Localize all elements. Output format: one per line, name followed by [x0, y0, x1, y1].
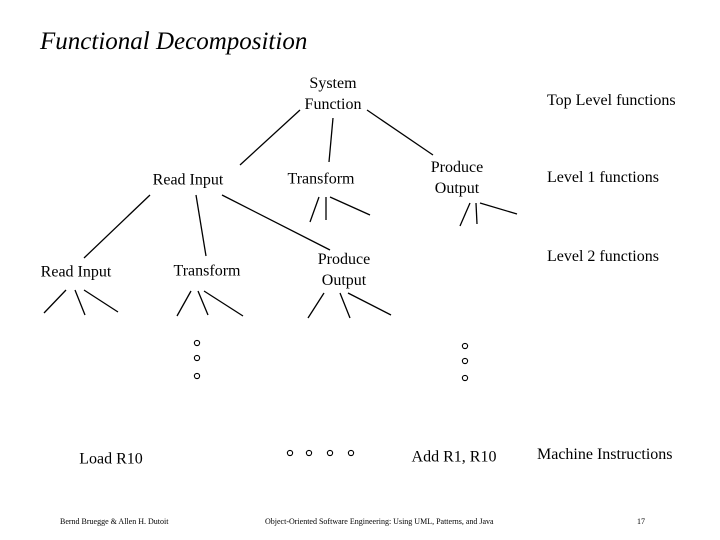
node-system-function-line1: System	[309, 75, 357, 92]
node-system-function: System Function	[305, 73, 362, 115]
footer-page-number: 17	[637, 517, 645, 526]
edge-read-input-to-transform	[195, 194, 207, 257]
node-produce-output-l2: Produce Output	[318, 249, 370, 291]
slide-title: Functional Decomposition	[40, 28, 308, 55]
ellipsis-dots-right	[461, 342, 469, 382]
footer-book-title: Object-Oriented Software Engineering: Us…	[265, 517, 494, 526]
node-transform-l2: Transform	[173, 262, 241, 280]
edge-system-to-produce-output	[366, 109, 434, 156]
node-system-function-line2: Function	[304, 96, 362, 113]
transform-l1-fan	[309, 196, 371, 223]
ellipsis-dots-horizontal	[286, 449, 355, 457]
node-read-input-l1: Read Input	[152, 171, 224, 189]
node-produce-output-l1: Produce Output	[431, 157, 483, 199]
node-load-r10: Load R10	[79, 450, 143, 468]
level-label-2: Level 2 functions	[547, 248, 659, 265]
node-add-r1-r10: Add R1, R10	[411, 448, 497, 466]
edge-system-to-transform	[328, 117, 334, 163]
produce-output-l2-fan	[307, 292, 392, 319]
node-produce-output-l1-line1: Produce	[430, 159, 484, 176]
node-read-input-l2: Read Input	[40, 263, 112, 281]
read-input-l2-fan	[43, 289, 119, 316]
ellipsis-dots-left	[193, 339, 201, 380]
level-label-machine: Machine Instructions	[537, 446, 673, 463]
edge-read-input-to-read-input	[83, 194, 151, 259]
node-produce-output-l2-line1: Produce	[317, 251, 371, 268]
node-transform-l1: Transform	[287, 170, 355, 188]
transform-l2-fan	[176, 290, 244, 317]
produce-output-l1-fan	[459, 202, 518, 227]
edge-system-to-read-input	[239, 109, 301, 166]
footer-authors: Bernd Bruegge & Allen H. Dutoit	[60, 517, 169, 526]
level-label-top: Top Level functions	[547, 92, 676, 109]
level-label-1: Level 1 functions	[547, 169, 659, 186]
node-produce-output-l1-line2: Output	[434, 180, 480, 197]
edge-read-input-to-produce-output	[221, 194, 331, 251]
node-produce-output-l2-line2: Output	[321, 272, 367, 289]
